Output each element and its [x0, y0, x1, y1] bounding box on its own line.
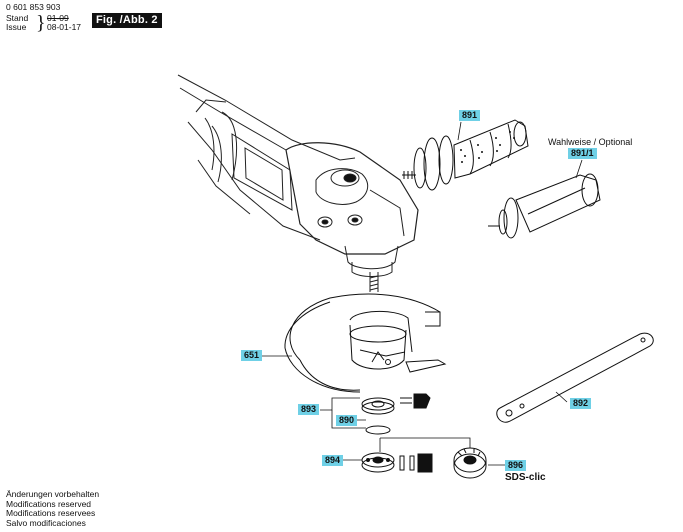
issue-value: 08-01-17 [47, 22, 82, 32]
part-label-651: 651 [241, 350, 263, 361]
optional-note: Wahlweise / Optional [548, 137, 633, 147]
brace-icon: } [36, 12, 46, 34]
stand-label: Stand [6, 13, 29, 23]
part-label-890: 890 [336, 415, 358, 426]
part-label-892: 892 [570, 398, 592, 409]
footer-line-3: Modifications reservees [6, 508, 96, 518]
part-label-891-1: 891/1 [568, 148, 597, 159]
part-label-894: 894 [322, 455, 344, 466]
two-pin-spanner-892 [496, 332, 654, 423]
grinder-body [177, 74, 419, 292]
sds-clic-nut-896 [453, 447, 487, 479]
part-label-896: 896 [505, 460, 527, 471]
stand-value: 01-09 [47, 13, 69, 23]
part-label-893: 893 [298, 404, 320, 415]
footer-line-4: Salvo modificaciones [6, 517, 86, 528]
clamping-nut-894 [361, 452, 433, 473]
part-label-891: 891 [459, 110, 481, 121]
clamping-flange-893 [361, 393, 431, 435]
protective-guard-651 [284, 293, 447, 393]
auxiliary-handle-891 [402, 119, 529, 191]
sds-clic-label: SDS-clic [505, 472, 546, 483]
optional-handle-891-1 [488, 173, 601, 239]
issue-label: Issue [6, 22, 27, 32]
footer-line-2: Modifications reserved [6, 498, 92, 509]
figure-title: Fig. /Abb. 2 [92, 13, 162, 28]
doc-number: 0 601 853 903 [6, 2, 61, 12]
footer-line-1: Änderungen vorbehalten [6, 489, 100, 499]
